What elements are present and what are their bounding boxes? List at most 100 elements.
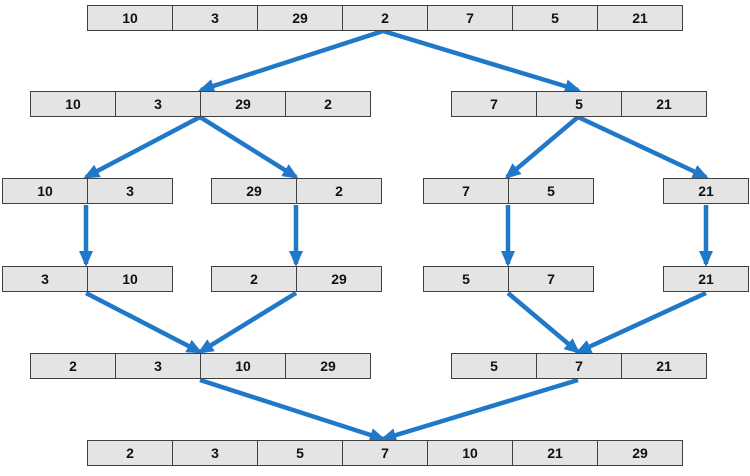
array-cell: 10: [87, 5, 173, 31]
array-cell: 2: [211, 266, 297, 292]
cell-value: 29: [331, 271, 347, 287]
arrows: [79, 28, 713, 442]
array-cell: 10: [427, 440, 513, 466]
cell-value: 10: [65, 96, 81, 112]
cell-value: 5: [547, 183, 555, 199]
cell-value: 10: [122, 271, 138, 287]
array-row4-a: 3 10: [2, 266, 173, 292]
array-cell: 2: [285, 91, 371, 117]
cell-value: 2: [335, 183, 343, 199]
cell-value: 3: [211, 445, 219, 461]
array-cell: 3: [115, 353, 201, 379]
array-cell: 5: [257, 440, 343, 466]
array-cell: 29: [200, 91, 286, 117]
cell-value: 29: [235, 96, 251, 112]
cell-value: 10: [122, 10, 138, 26]
cell-value: 2: [381, 10, 389, 26]
array-cell: 10: [87, 266, 173, 292]
array-cell: 5: [536, 91, 622, 117]
array-cell: 5: [423, 266, 509, 292]
array-cell: 5: [512, 5, 598, 31]
array-cell: 5: [451, 353, 537, 379]
array-row6: 2 3 5 7 10 21 29: [87, 440, 683, 466]
cell-value: 5: [551, 10, 559, 26]
cell-value: 3: [154, 96, 162, 112]
cell-value: 29: [632, 445, 648, 461]
array-row2-r: 7 5 21: [451, 91, 707, 117]
array-cell: 7: [536, 353, 622, 379]
cell-value: 29: [246, 183, 262, 199]
array-cell: 21: [621, 91, 707, 117]
cell-value: 2: [250, 271, 258, 287]
cell-value: 21: [698, 271, 714, 287]
cell-value: 21: [656, 96, 672, 112]
array-cell: 7: [342, 440, 428, 466]
arrow: [380, 377, 579, 442]
cell-value: 7: [466, 10, 474, 26]
arrow: [197, 291, 298, 354]
array-cell: 29: [285, 353, 371, 379]
arrow: [382, 28, 581, 93]
array-cell: 3: [172, 5, 258, 31]
array-cell: 7: [427, 5, 513, 31]
array-cell: 7: [423, 178, 509, 204]
arrow: [504, 115, 580, 179]
cell-value: 21: [547, 445, 563, 461]
array-row5-l: 2 3 10 29: [30, 353, 371, 379]
array-row2-l: 10 3 29 2: [30, 91, 371, 117]
array-cell: 3: [87, 178, 173, 204]
arrow: [198, 115, 299, 179]
array-cell: 7: [508, 266, 594, 292]
array-cell: 10: [2, 178, 88, 204]
array-cell: 7: [451, 91, 537, 117]
array-cell: 5: [508, 178, 594, 204]
array-row3-a: 10 3: [2, 178, 173, 204]
array-cell: 10: [30, 91, 116, 117]
cell-value: 2: [324, 96, 332, 112]
arrow: [575, 290, 707, 355]
cell-value: 29: [292, 10, 308, 26]
cell-value: 2: [69, 358, 77, 374]
cell-value: 7: [381, 445, 389, 461]
array-row3-b: 29 2: [211, 178, 382, 204]
cell-value: 7: [547, 271, 555, 287]
cell-value: 7: [490, 96, 498, 112]
arrow: [577, 114, 709, 180]
array-cell: 3: [172, 440, 258, 466]
array-cell: 29: [257, 5, 343, 31]
array-cell: 29: [296, 266, 382, 292]
array-row4-b: 2 29: [211, 266, 382, 292]
array-cell: 3: [115, 91, 201, 117]
cell-value: 3: [41, 271, 49, 287]
cell-value: 21: [698, 183, 714, 199]
array-cell: 2: [87, 440, 173, 466]
array-row3-d: 21: [663, 178, 749, 204]
array-cell: 21: [621, 353, 707, 379]
cell-value: 3: [154, 358, 162, 374]
cell-value: 7: [462, 183, 470, 199]
cell-value: 2: [126, 445, 134, 461]
array-cell: 10: [200, 353, 286, 379]
arrow: [84, 291, 203, 354]
array-cell: 21: [663, 178, 749, 204]
cell-value: 5: [490, 358, 498, 374]
cell-value: 29: [320, 358, 336, 374]
array-cell: 29: [211, 178, 297, 204]
array-row4-d: 21: [663, 266, 749, 292]
cell-value: 5: [575, 96, 583, 112]
array-cell: 2: [296, 178, 382, 204]
array-cell: 21: [663, 266, 749, 292]
arrow: [83, 115, 202, 179]
cell-value: 7: [575, 358, 583, 374]
cell-value: 5: [296, 445, 304, 461]
array-row5-r: 5 7 21: [451, 353, 707, 379]
cell-value: 10: [37, 183, 53, 199]
array-cell: 2: [30, 353, 116, 379]
cell-value: 21: [656, 358, 672, 374]
arrow: [199, 377, 386, 442]
cell-value: 5: [462, 271, 470, 287]
array-cell: 21: [512, 440, 598, 466]
